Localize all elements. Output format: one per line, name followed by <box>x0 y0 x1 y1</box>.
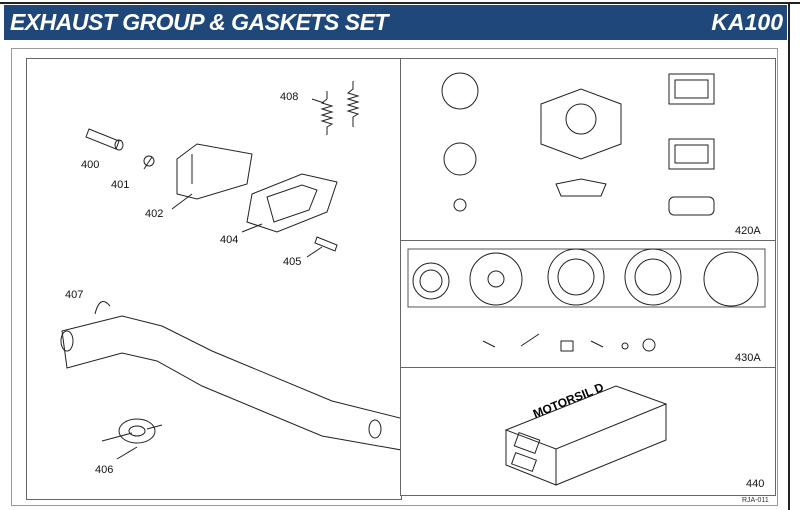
exhaust-panel: 400 401 402 404 405 407 408 406 <box>26 58 402 500</box>
reed-gasket-icon <box>668 73 715 105</box>
diaphragm-icon <box>547 248 605 306</box>
part-label-430A: 430A <box>735 352 761 364</box>
drawing-code: RJA-011 <box>742 497 769 504</box>
spring-icon <box>320 81 360 135</box>
exhaust-drawing <box>60 81 401 460</box>
part-label-440: 440 <box>746 478 765 490</box>
silencer-icon <box>101 418 163 444</box>
part-label-406: 406 <box>95 464 114 476</box>
o-ring-icon <box>443 142 477 176</box>
part-label-420A: 420A <box>735 225 761 237</box>
part-label-405: 405 <box>283 256 302 268</box>
exhaust-pipe-icon <box>60 315 401 451</box>
washer-icon <box>143 155 155 167</box>
part-label-401: 401 <box>111 179 130 191</box>
sealant-box-icon <box>504 385 668 486</box>
o-ring-icon <box>441 72 479 110</box>
part-label-400: 400 <box>81 159 100 171</box>
gasket-set-drawing <box>441 72 715 216</box>
flange-icon <box>176 143 253 200</box>
gasket-ring-icon <box>412 262 450 300</box>
small-parts-icon <box>482 333 604 352</box>
diaphragm-box <box>407 248 766 308</box>
carb-kit-drawing <box>407 248 766 352</box>
part-label-407: 407 <box>65 289 84 301</box>
diaphragm-icon <box>624 248 682 306</box>
part-label-404: 404 <box>220 234 239 246</box>
top-border <box>0 2 800 4</box>
part-label-402: 402 <box>145 208 164 220</box>
stud-icon <box>314 236 338 252</box>
page-title: EXHAUST GROUP & GASKETS SET <box>10 9 388 35</box>
diaphragm-icon <box>703 251 759 307</box>
diagram-frame <box>11 48 778 506</box>
sealant-panel: MOTORSIL D 440 <box>400 367 776 496</box>
small-gasket-icon <box>555 178 607 197</box>
pin-icon <box>85 128 124 151</box>
gasket-set-panel: 420A <box>400 58 776 241</box>
part-label-408: 408 <box>280 91 299 103</box>
page-header: EXHAUST GROUP & GASKETS SET KA100 <box>4 5 787 40</box>
o-ring-icon <box>453 198 467 212</box>
gasket-icon <box>246 173 338 233</box>
diaphragm-icon <box>469 252 523 306</box>
exhaust-gasket-icon <box>668 196 715 216</box>
model-code: KA100 <box>711 9 783 35</box>
carb-kit-panel: 430A <box>400 240 776 368</box>
right-border <box>788 2 790 510</box>
cylinder-gasket-icon <box>540 88 622 160</box>
reed-gasket-icon <box>668 138 715 170</box>
